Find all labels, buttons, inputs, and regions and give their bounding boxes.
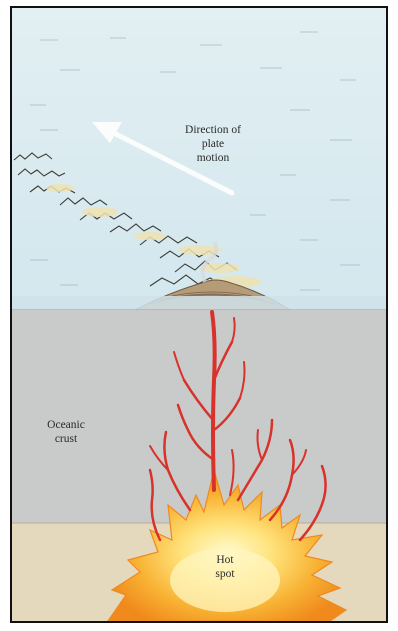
- oceanic-crust-label: Oceanic crust: [36, 418, 96, 446]
- direction-label-line-3: motion: [158, 151, 268, 165]
- oceanic-crust-layer: [12, 310, 386, 523]
- direction-label-line-1: Direction of: [158, 123, 268, 137]
- hotspot-label-line-2: spot: [205, 567, 245, 581]
- sea-level-band: [12, 296, 386, 310]
- hotspot-label-line-1: Hot: [205, 553, 245, 567]
- oceanic-label-line-2: crust: [36, 432, 96, 446]
- oceanic-label-line-1: Oceanic: [36, 418, 96, 432]
- direction-of-plate-motion-label: Direction of plate motion: [158, 123, 268, 165]
- direction-label-line-2: plate: [158, 137, 268, 151]
- hot-spot-label: Hot spot: [205, 553, 245, 581]
